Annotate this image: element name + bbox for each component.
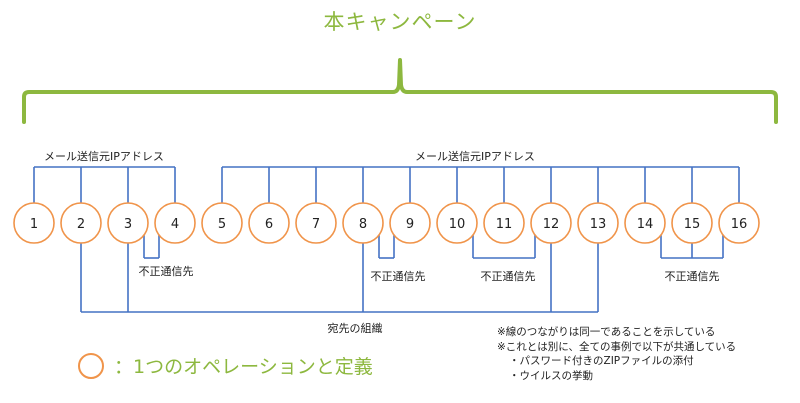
node-circle — [718, 202, 760, 244]
operation-node: 2 — [60, 202, 102, 244]
node-circle — [577, 202, 619, 244]
node-label: 3 — [124, 217, 132, 232]
operation-node: 8 — [342, 202, 384, 244]
node-label: 12 — [543, 217, 560, 232]
ip-group-label: メール送信元IPアドレス — [415, 150, 535, 163]
operation-node: 14 — [624, 202, 666, 244]
operation-node: 3 — [107, 202, 149, 244]
fraud-group-label: 不正通信先 — [370, 270, 426, 283]
circle-icon — [78, 352, 104, 379]
node-circle — [624, 202, 666, 244]
note-line: ※線のつながりは同一であることを示している — [497, 326, 716, 338]
node-circle — [671, 202, 713, 244]
node-label: 6 — [265, 217, 273, 232]
notes: ※線のつながりは同一であることを示している ※これとは別に、全ての事例で以下が共… — [497, 325, 736, 383]
fraud-group-label: 不正通信先 — [664, 270, 720, 283]
node-label: 1 — [30, 217, 38, 232]
legend: ：1つのオペレーションと定義 — [78, 352, 373, 379]
node-circle — [295, 202, 337, 244]
node-label: 13 — [590, 217, 607, 232]
node-label: 11 — [496, 217, 513, 232]
node-circle — [154, 202, 196, 244]
operation-node: 16 — [718, 202, 760, 244]
node-circle — [483, 202, 525, 244]
ip-group-label: メール送信元IPアドレス — [44, 150, 164, 163]
operation-node: 6 — [248, 202, 290, 244]
node-circle — [60, 202, 102, 244]
node-circle — [342, 202, 384, 244]
node-circle — [389, 202, 431, 244]
common-item: ・パスワード付きのZIPファイルの添付 — [509, 355, 694, 367]
node-label: 10 — [449, 217, 466, 232]
node-circle — [13, 202, 55, 244]
org-group-label: 宛先の組織 — [327, 322, 383, 335]
legend-label: ：1つのオペレーションと定義 — [114, 356, 373, 378]
operation-node: 7 — [295, 202, 337, 244]
node-circle — [248, 202, 290, 244]
node-label: 8 — [359, 217, 367, 232]
campaign-title: 本キャンペーン — [323, 10, 477, 34]
node-label: 14 — [637, 217, 654, 232]
node-label: 15 — [684, 217, 701, 232]
node-circle — [107, 202, 149, 244]
node-circle — [436, 202, 478, 244]
node-label: 16 — [731, 217, 748, 232]
campaign-brace — [22, 58, 778, 124]
node-circle — [530, 202, 572, 244]
node-circle — [201, 202, 243, 244]
node-label: 2 — [77, 217, 85, 232]
operation-node: 15 — [671, 202, 713, 244]
operation-node: 9 — [389, 202, 431, 244]
fraud-group-label: 不正通信先 — [480, 270, 536, 283]
operation-node: 5 — [201, 202, 243, 244]
node-label: 9 — [406, 217, 414, 232]
common-item: ・ウイルスの挙動 — [509, 369, 593, 382]
operation-node: 10 — [436, 202, 478, 244]
operation-node: 4 — [154, 202, 196, 244]
operation-node: 1 — [13, 202, 55, 244]
operation-node: 12 — [530, 202, 572, 244]
fraud-group-label: 不正通信先 — [138, 265, 194, 278]
operation-node: 13 — [577, 202, 619, 244]
note-line: ※これとは別に、全ての事例で以下が共通している — [497, 340, 737, 353]
node-label: 4 — [171, 217, 179, 232]
node-label: 5 — [218, 217, 226, 232]
node-label: 7 — [312, 217, 320, 232]
operation-node: 11 — [483, 202, 525, 244]
